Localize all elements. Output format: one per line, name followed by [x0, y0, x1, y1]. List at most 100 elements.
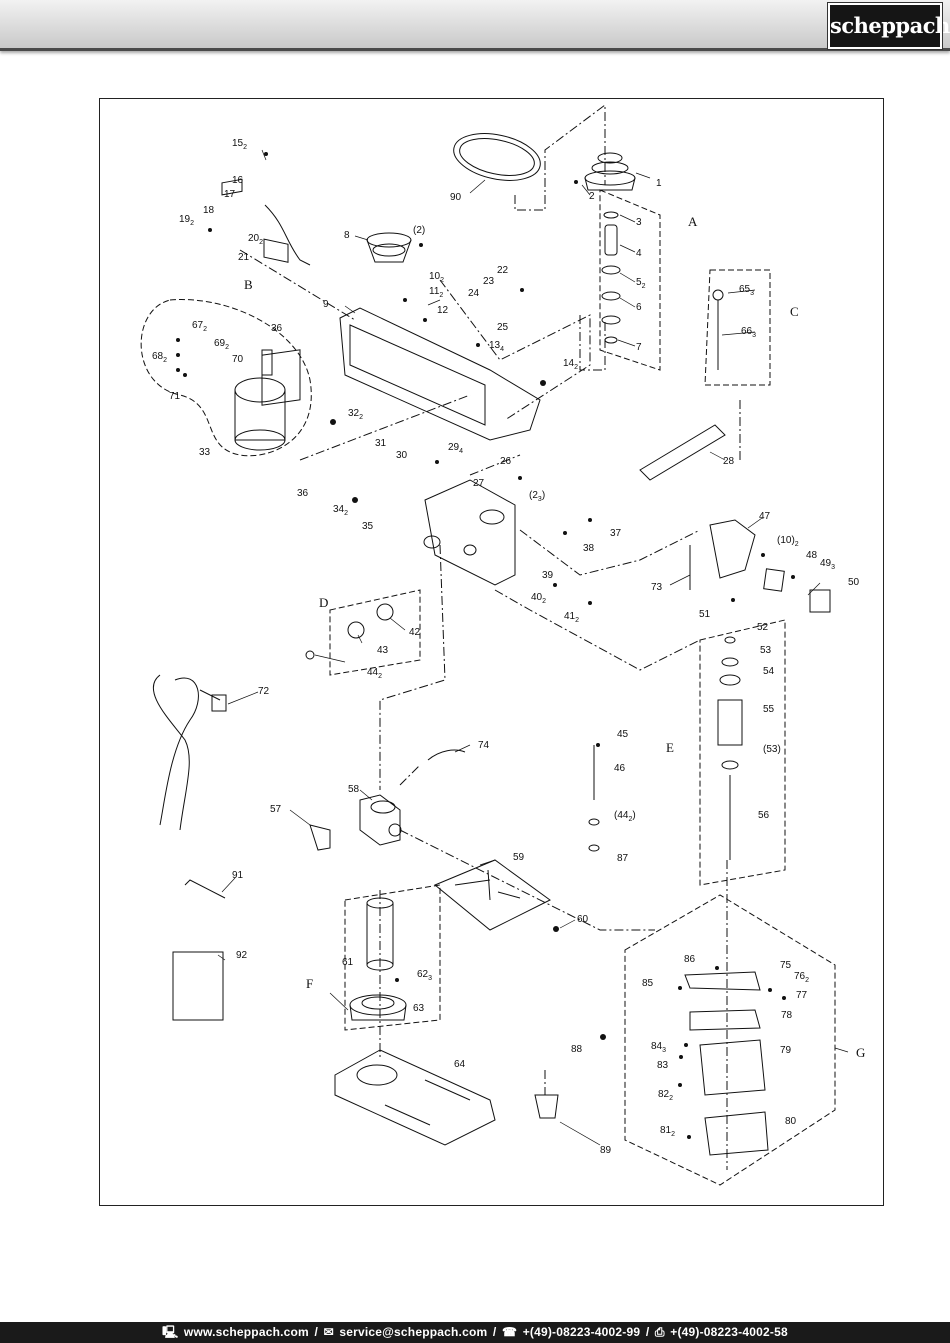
part-number-label: 72 — [258, 686, 270, 697]
header-bar: scheppach — [0, 0, 950, 51]
part-number-label: 43 — [377, 645, 389, 656]
group-letter-c: C — [790, 304, 799, 319]
chuck-shape — [534, 1094, 559, 1119]
part-number-label: 663 — [741, 326, 756, 339]
part-number-label: 18 — [203, 205, 215, 216]
part-number-label: 322 — [348, 408, 363, 421]
group-letters: A B C D E F G — [244, 214, 865, 1060]
part-number-label: 47 — [759, 511, 771, 522]
part-number-label: 59 — [513, 852, 525, 863]
part-number-label: 85 — [642, 978, 654, 989]
part-number-label: 53 — [760, 645, 772, 656]
website-link[interactable]: www.scheppach.com — [183, 1325, 309, 1339]
computer-icon: 🖳 — [162, 1325, 179, 1339]
drawing-frame — [99, 98, 884, 1206]
part-number-label: 45 — [617, 729, 629, 740]
part-number-label: 35 — [362, 521, 374, 532]
part-number-label: 79 — [780, 1045, 792, 1056]
part-number-label: 9 — [323, 299, 329, 310]
part-number-label: 31 — [375, 438, 387, 449]
leader-lines — [217, 149, 849, 1146]
part-number-label: (442) — [614, 810, 636, 823]
part-number-label: 692 — [214, 338, 229, 351]
part-number-label: 48 — [806, 550, 818, 561]
part-number-label: 71 — [169, 391, 181, 402]
part-number-label: (10)2 — [777, 535, 799, 548]
fax-icon: ⎙ — [654, 1325, 665, 1339]
part-number-label: 623 — [417, 969, 432, 982]
base-shape — [334, 1049, 496, 1146]
part-number-label: 7 — [636, 342, 642, 353]
part-number-label: 26 — [500, 456, 512, 467]
motor-shape — [234, 349, 301, 451]
part-number-label: 25 — [497, 322, 509, 333]
part-number-label: 86 — [684, 954, 696, 965]
part-number-label: 36 — [271, 323, 283, 334]
group-letter-g: G — [856, 1045, 865, 1060]
manual-shape — [172, 951, 224, 1021]
spindle-pulley-shape — [584, 152, 636, 191]
email-link[interactable]: service@scheppach.com — [339, 1325, 488, 1339]
part-number-label: 12 — [437, 305, 449, 316]
part-number-label: 2 — [589, 191, 595, 202]
part-number-label: 52 — [757, 622, 769, 633]
part-number-label: 843 — [651, 1041, 666, 1054]
group-letter-a: A — [688, 214, 698, 229]
column-shape — [366, 897, 394, 971]
part-number-label: 57 — [270, 804, 282, 815]
part-number-label: 1 — [656, 178, 662, 189]
part-number-label: 342 — [333, 504, 348, 517]
part-number-label: 77 — [796, 990, 808, 1001]
fastener-dots — [176, 152, 795, 1139]
part-number-label: 50 — [848, 577, 860, 588]
part-number-label: 87 — [617, 853, 629, 864]
belt-shape — [453, 133, 541, 181]
part-number-label: 653 — [739, 284, 754, 297]
group-outlines — [140, 189, 836, 1186]
part-number-label: 52 — [636, 277, 646, 290]
separator: / — [645, 1325, 650, 1339]
part-number-label: 24 — [468, 288, 480, 299]
part-number-label: 493 — [820, 558, 835, 571]
part-number-label: 89 — [600, 1145, 612, 1156]
part-number-label: (23) — [529, 490, 545, 503]
part-number-label: 28 — [723, 456, 735, 467]
head-casting-shape — [423, 479, 516, 586]
power-cord-shape — [152, 674, 227, 831]
brand-logo: scheppach — [827, 2, 950, 50]
part-number-label: 134 — [489, 340, 504, 353]
part-number-label: 3 — [636, 217, 642, 228]
phone-number: +(49)-08223-4002-99 — [522, 1325, 641, 1339]
part-number-label: 33 — [199, 447, 211, 458]
part-number-label: 762 — [794, 971, 809, 984]
separator: / — [314, 1325, 319, 1339]
group-letter-e: E — [666, 740, 674, 755]
part-number-label: 61 — [342, 957, 354, 968]
part-number-label: 64 — [454, 1059, 466, 1070]
phone-icon: ☎ — [502, 1325, 518, 1339]
part-number-label: 102 — [429, 271, 444, 284]
work-table-shape — [434, 859, 551, 931]
motor-pulley-shape — [366, 232, 412, 263]
separator: / — [492, 1325, 497, 1339]
part-number-label: 4 — [636, 248, 642, 259]
part-number-label: 58 — [348, 784, 360, 795]
part-number-label: 17 — [224, 189, 236, 200]
part-number-label: 56 — [758, 810, 770, 821]
part-number-label: 51 — [699, 609, 711, 620]
part-number-label: (2) — [413, 225, 425, 236]
contact-footer: 🖳 www.scheppach.com / ✉ service@scheppac… — [0, 1322, 950, 1343]
part-number-label: 88 — [571, 1044, 583, 1055]
part-labels: 123452678(2)9102112121341421521617181922… — [152, 138, 860, 1156]
part-number-label: 75 — [780, 960, 792, 971]
part-number-label: 36 — [297, 488, 309, 499]
part-number-label: 202 — [248, 233, 263, 246]
part-number-label: 91 — [232, 870, 244, 881]
part-number-label: 27 — [473, 478, 485, 489]
part-number-label: 16 — [232, 175, 244, 186]
part-number-label: 152 — [232, 138, 247, 151]
part-number-label: 90 — [450, 192, 462, 203]
part-number-label: 402 — [531, 592, 546, 605]
belt-guard-shape — [339, 307, 541, 441]
